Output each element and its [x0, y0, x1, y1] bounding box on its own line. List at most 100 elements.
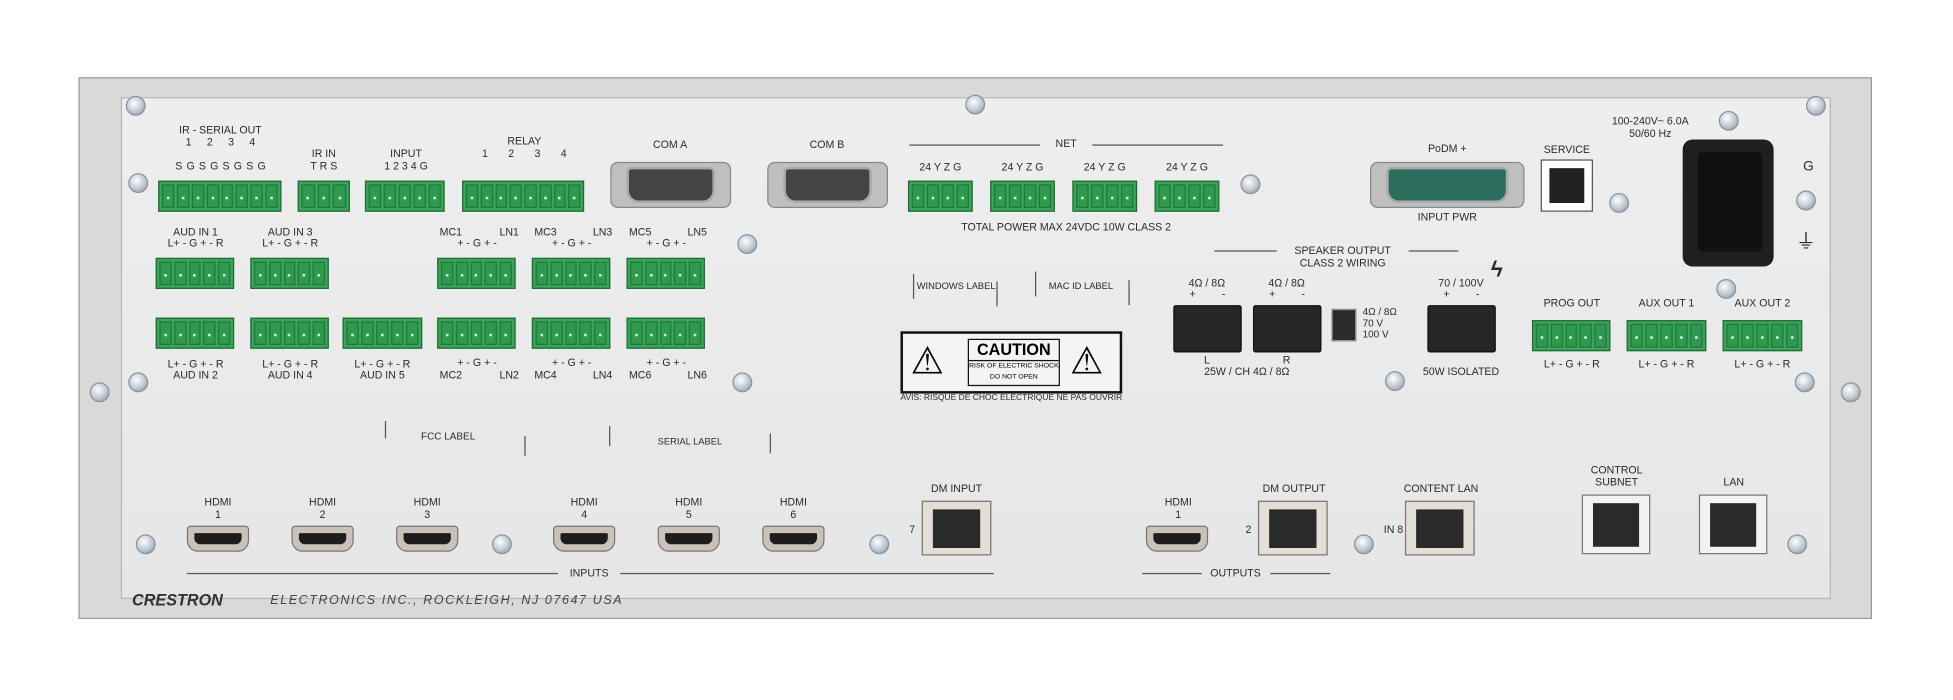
screw-icon	[1353, 534, 1374, 555]
com-b-port[interactable]	[767, 161, 889, 208]
terminal-pin	[550, 321, 563, 346]
speaker-output-label: SPEAKER OUTPUT	[1294, 244, 1391, 257]
aux-out-2-terminal[interactable]	[1722, 320, 1803, 352]
podm-input-pwr-port[interactable]	[1370, 161, 1525, 208]
ir-serial-out-label: IR - SERIAL OUT	[179, 123, 262, 136]
aud-in-1-label: AUD IN 1	[173, 225, 218, 238]
mc3-ln3-terminal[interactable]	[531, 257, 611, 289]
hdmi-in-6-number: 6	[790, 508, 797, 521]
aud-in-3-pins: L+ - G + - R	[262, 236, 319, 250]
prog-out-terminal[interactable]	[1531, 320, 1611, 352]
aux-out-1-label: AUX OUT 1	[1638, 296, 1695, 309]
terminal-pin	[993, 184, 1007, 208]
net-terminal-2[interactable]	[990, 180, 1055, 212]
terminal-pin	[688, 321, 702, 346]
speaker-l-impedance: 4Ω / 8Ω	[1188, 276, 1226, 289]
net-terminal-3[interactable]	[1072, 180, 1138, 212]
net-pins-2: 24 Y Z G	[1001, 160, 1044, 174]
mc4-ln4-terminal[interactable]	[531, 317, 611, 349]
screw-icon	[737, 234, 758, 255]
speaker-70-100v-connector[interactable]	[1427, 305, 1496, 353]
screw-icon	[1718, 110, 1739, 131]
high-voltage-icon: ϟ	[1490, 256, 1503, 282]
mc4-label: MC4	[534, 368, 557, 382]
mc6-ln6-terminal[interactable]	[626, 317, 705, 349]
terminal-pin	[495, 184, 508, 208]
net-terminal-4[interactable]	[1154, 180, 1220, 212]
ln6-label: LN6	[687, 368, 707, 382]
terminal-pin	[1550, 323, 1563, 348]
terminal-pin	[484, 261, 498, 286]
aud-in-3-terminal[interactable]	[250, 257, 329, 289]
screw-icon	[965, 94, 986, 115]
class-2-wiring-label: CLASS 2 WIRING	[1299, 256, 1386, 270]
speaker-l-connector[interactable]	[1173, 305, 1242, 353]
terminal-pin	[203, 321, 216, 346]
service-usb-port[interactable]	[1540, 159, 1593, 212]
hdmi-input-1-port[interactable]	[186, 525, 250, 552]
aud-in-4-label: AUD IN 4	[267, 368, 313, 382]
aux-out-1-terminal[interactable]	[1626, 320, 1707, 352]
input-label: INPUT	[390, 146, 422, 160]
screw-icon	[869, 534, 890, 555]
dm-input-port[interactable]	[921, 500, 992, 556]
hdmi-input-5-port[interactable]	[657, 525, 720, 552]
terminal-pin	[440, 261, 454, 286]
terminal-pin	[564, 321, 578, 346]
ac-power-inlet[interactable]	[1682, 139, 1774, 267]
hdmi-in-4-label: HDMI	[570, 495, 598, 509]
mc4-pins: + - G + -	[551, 356, 592, 369]
aud-in-2-terminal[interactable]	[155, 317, 235, 349]
terminal-pin	[1038, 184, 1052, 208]
content-lan-port[interactable]	[1404, 500, 1475, 556]
aud-in-4-terminal[interactable]	[250, 317, 329, 349]
service-label: SERVICE	[1543, 143, 1590, 156]
net-terminal-1[interactable]	[907, 180, 973, 212]
relay-terminal[interactable]	[462, 180, 585, 212]
mc2-ln2-terminal[interactable]	[437, 317, 516, 349]
fcc-label-area: FCC LABEL	[420, 430, 476, 443]
hdmi-output-1-port[interactable]	[1145, 525, 1209, 552]
terminal-pin	[218, 321, 231, 346]
content-lan-number: IN 8	[1383, 523, 1404, 536]
terminal-pin	[1008, 184, 1022, 208]
terminal-pin	[455, 261, 468, 286]
hdmi-input-6-port[interactable]	[762, 525, 825, 552]
screw-icon	[1840, 382, 1861, 403]
hdmi-input-2-port[interactable]	[291, 525, 354, 552]
screw-icon	[1794, 372, 1815, 393]
terminal-pin	[1023, 184, 1037, 208]
terminal-pin	[283, 261, 296, 286]
ln1-label: LN1	[499, 225, 519, 238]
control-subnet-port[interactable]	[1581, 494, 1651, 555]
input-terminal[interactable]	[364, 180, 445, 212]
terminal-pin	[254, 321, 267, 346]
terminal-pin	[312, 261, 326, 286]
aud-in-1-terminal[interactable]	[155, 257, 235, 289]
lan-port[interactable]	[1698, 494, 1768, 555]
label-mark	[609, 425, 611, 446]
terminal-pin	[594, 261, 607, 286]
ir-in-terminal[interactable]	[297, 180, 350, 212]
dm-output-port[interactable]	[1257, 500, 1328, 556]
mc5-ln5-terminal[interactable]	[626, 257, 705, 289]
hdmi-input-3-port[interactable]	[396, 525, 459, 552]
terminal-pin	[332, 184, 347, 208]
hdmi-in-6-label: HDMI	[779, 495, 807, 509]
hdmi-input-4-port[interactable]	[553, 525, 616, 552]
speaker-mode-switch[interactable]	[1331, 308, 1357, 342]
terminal-pin	[1741, 323, 1754, 348]
aud-in-5-terminal[interactable]	[342, 317, 423, 349]
com-a-port[interactable]	[610, 161, 732, 208]
terminal-pin	[188, 261, 202, 286]
mc1-ln1-terminal[interactable]	[437, 257, 516, 289]
ir-serial-out-terminal[interactable]	[158, 180, 282, 212]
manufacturer-address: ELECTRONICS INC., ROCKLEIGH, NJ 07647 US…	[270, 594, 624, 608]
speaker-r-plus: +	[1269, 287, 1276, 301]
speaker-r-connector[interactable]	[1252, 305, 1322, 353]
ir-in-pins: T R S	[310, 159, 338, 172]
terminal-pin	[312, 321, 326, 346]
com-a-label: COM A	[653, 138, 688, 151]
caution-title: CAUTION	[968, 340, 1059, 362]
label-mark	[996, 281, 998, 307]
